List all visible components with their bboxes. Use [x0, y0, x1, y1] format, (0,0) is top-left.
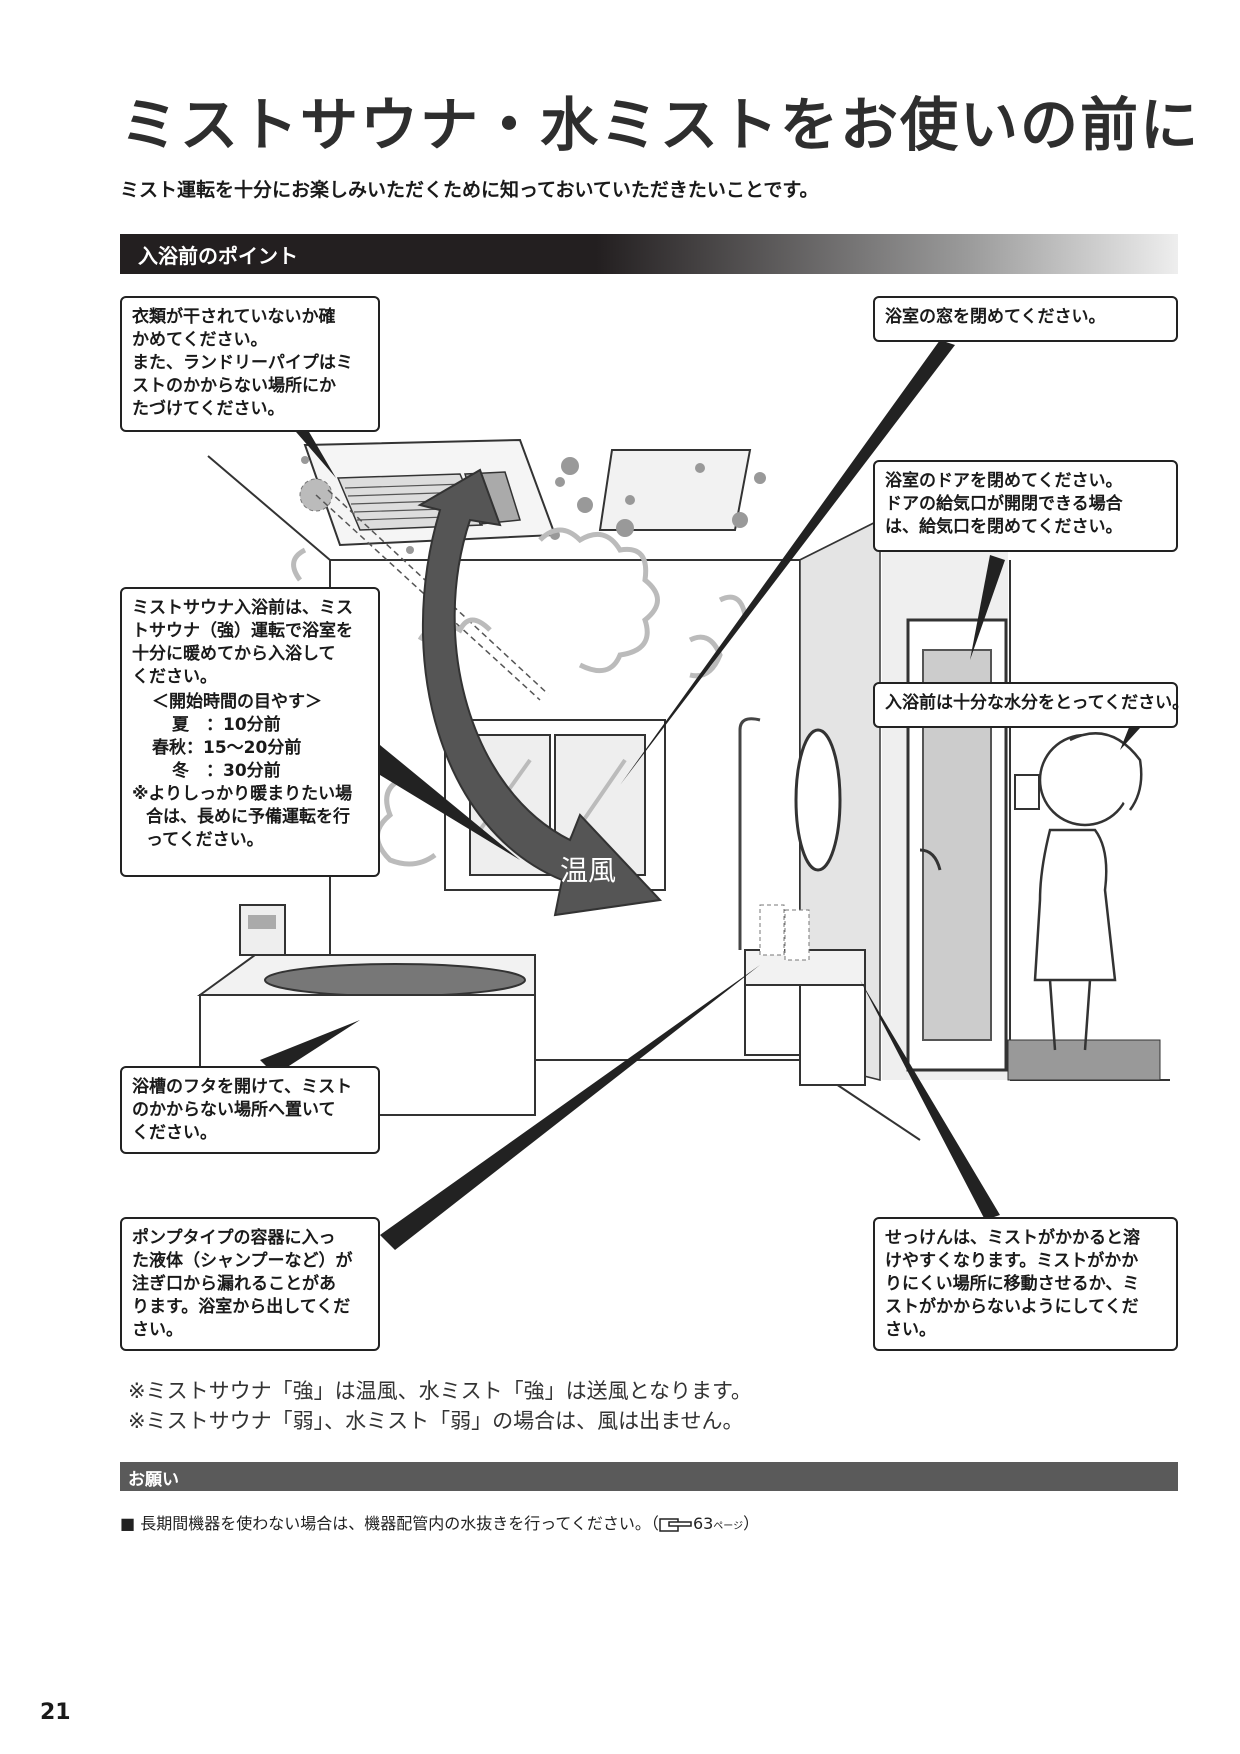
callout-line: のかからない場所へ置いて: [132, 1100, 336, 1120]
callout-line: ミストサウナ入浴前は、ミス: [132, 598, 353, 618]
callout-tub-lid: 浴槽のフタを開けて、ミスト のかからない場所へ置いて ください。: [120, 1066, 380, 1154]
callout-line: りにくい場所に移動させるか、ミ: [885, 1274, 1140, 1294]
callout-line: 衣類が干されていないか確: [132, 307, 336, 327]
callout-line: は、給気口を閉めてください。: [885, 517, 1123, 537]
callout-line: ポンプタイプの容器に入っ: [132, 1228, 336, 1248]
callout-line: 入浴前は十分な水分をとってください。: [885, 693, 1190, 713]
request-ref-unit: ページ: [713, 1521, 744, 1532]
callout-line: さい。: [885, 1320, 936, 1340]
callout-line: けやすくなります。ミストがかか: [885, 1251, 1139, 1271]
note-strong-mode: ※ミストサウナ「強」は温風、水ミスト「強」は送風となります。: [128, 1379, 752, 1403]
callout-line: かめてください。: [132, 330, 268, 350]
request-text: ■ 長期間機器を使わない場合は、機器配管内の水抜きを行ってください。（ 63ページ…: [120, 1510, 759, 1534]
callout-door: 浴室のドアを閉めてください。 ドアの給気口が開閉できる場合 は、給気口を閉めてく…: [873, 460, 1178, 552]
warm-air-label: 温風: [560, 855, 616, 886]
section-header-bar: [120, 234, 1178, 274]
pointing-hand-icon: [659, 1517, 692, 1532]
callout-clothes: 衣類が干されていないか確 かめてください。 また、ランドリーパイプはミ ストのか…: [120, 296, 380, 432]
callout-line: ください。: [132, 667, 217, 687]
callout-line: 浴室の窓を閉めてください。: [885, 307, 1106, 327]
callout-line: また、ランドリーパイプはミ: [132, 353, 353, 373]
preheat-guide-winter: 冬 ：30分前: [172, 761, 281, 781]
preheat-guide-summer: 夏 ：10分前: [172, 715, 281, 735]
section-heading: 入浴前のポイント: [138, 244, 298, 268]
callout-line: たづけてください。: [132, 399, 285, 419]
notes: ※ミストサウナ「強」は温風、水ミスト「強」は送風となります。 ※ミストサウナ「弱…: [128, 1376, 752, 1436]
callout-line: トサウナ（強）運転で浴室を: [132, 621, 353, 641]
callout-line: ドアの給気口が開閉できる場合: [885, 494, 1123, 514]
callout-line: 浴槽のフタを開けて、ミスト: [132, 1077, 353, 1097]
callout-line: ください。: [132, 1123, 217, 1143]
request-text-body: ■ 長期間機器を使わない場合は、機器配管内の水抜きを行ってください。（: [120, 1514, 659, 1533]
callout-pump-containers: ポンプタイプの容器に入っ た液体（シャンプーなど）が 注ぎ口から漏れることがあ …: [120, 1217, 380, 1351]
callout-line: 注ぎ口から漏れることがあ: [132, 1274, 336, 1294]
note-weak-mode: ※ミストサウナ「弱」、水ミスト「弱」の場合は、風は出ません。: [128, 1409, 744, 1433]
callout-preheat: ミストサウナ入浴前は、ミス トサウナ（強）運転で浴室を 十分に暖めてから入浴して…: [120, 587, 380, 877]
callout-water: 入浴前は十分な水分をとってください。: [873, 682, 1190, 728]
callout-line: た液体（シャンプーなど）が: [132, 1251, 353, 1271]
callout-line: ってください。: [146, 830, 264, 850]
page-title: ミストサウナ・水ミストをお使いの前に: [120, 91, 1201, 159]
callout-soap: せっけんは、ミストがかかると溶 けやすくなります。ミストがかか りにくい場所に移…: [873, 1217, 1178, 1351]
callout-line: ります。浴室から出してくだ: [132, 1297, 351, 1317]
callout-line: ※よりしっかり暖まりたい場: [132, 784, 353, 804]
page-subtitle: ミスト運転を十分にお楽しみいただくために知っておいていただきたいことです。: [120, 179, 819, 201]
preheat-guide-title: ＜開始時間の目やす＞: [152, 692, 322, 712]
preheat-guide-spring-autumn: 春秋：15〜20分前: [152, 738, 302, 758]
callout-line: ストのかからない場所にか: [132, 376, 336, 396]
callout-line: ストがかからないようにしてくだ: [885, 1297, 1139, 1317]
request-ref-page[interactable]: 63: [692, 1514, 714, 1533]
page-number: 21: [40, 1700, 71, 1725]
callout-line: せっけんは、ミストがかかると溶: [885, 1228, 1140, 1248]
callout-window: 浴室の窓を閉めてください。: [873, 296, 1178, 342]
callout-line: 十分に暖めてから入浴して: [132, 644, 336, 664]
callout-line: さい。: [132, 1320, 183, 1340]
callout-line: 合は、長めに予備運転を行: [146, 807, 350, 827]
request-heading: お願い: [128, 1470, 179, 1490]
request-header-bar: [120, 1462, 1178, 1491]
callout-line: 浴室のドアを閉めてください。: [885, 471, 1123, 491]
request-text-close: ）: [743, 1514, 760, 1533]
